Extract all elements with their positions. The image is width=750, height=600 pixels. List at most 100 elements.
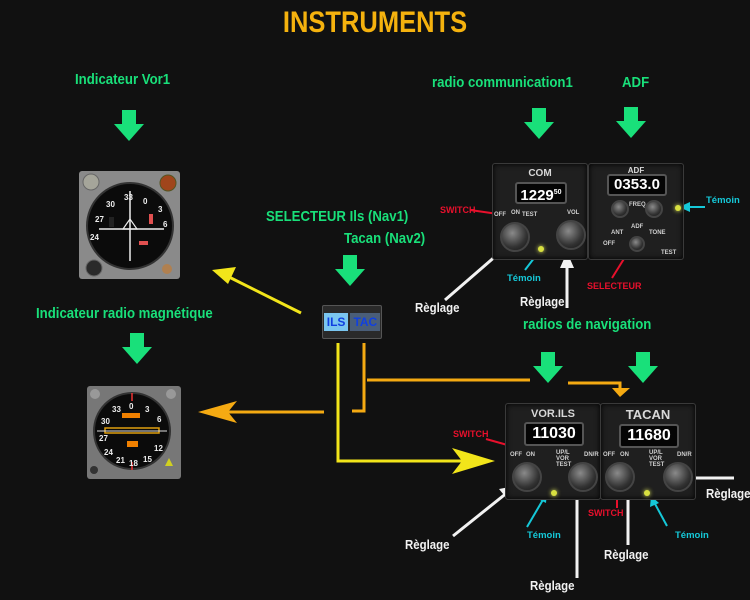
vor-mode-label: UP/L VOR TEST	[556, 450, 572, 468]
com-volume-knob[interactable]	[556, 220, 586, 250]
arrow-selector-to-rmi	[198, 401, 324, 423]
label-adf: ADF	[622, 74, 650, 91]
rmi-dial-3: 3	[145, 405, 150, 414]
adf-off-label: OFF	[603, 241, 615, 247]
tacan-on-label: ON	[620, 452, 629, 458]
com-power-knob[interactable]	[500, 222, 530, 252]
adf-mode-selector[interactable]	[629, 236, 645, 252]
vor1-dial-33: 33	[124, 193, 133, 202]
arrow-down-adf	[616, 107, 646, 138]
annotation-reglage-vor-right: Règlage	[530, 578, 575, 593]
selector-ils-button[interactable]: ILS	[323, 313, 349, 331]
com-off-label: OFF	[494, 212, 506, 218]
adf-ant-label: ANT	[611, 230, 624, 236]
label-selector-line2: Tacan (Nav2)	[344, 230, 426, 247]
annotation-selecteur-adf: SELECTEUR	[587, 281, 642, 291]
label-nav-radios: radios de navigation	[523, 316, 652, 333]
vor-dn-label: DN/R	[584, 452, 599, 458]
vor1-dial-27: 27	[95, 215, 104, 224]
vor1-dial-6: 6	[163, 220, 168, 229]
arrow-reglage-com-right	[560, 252, 574, 308]
annotation-switch-com: SWITCH	[440, 205, 476, 215]
adf-indicator-led	[675, 205, 681, 211]
com-frequency-display: 122950	[515, 182, 567, 204]
selector-tac-button[interactable]: TAC	[350, 313, 381, 331]
com-indicator-led	[538, 246, 544, 252]
label-rmi: Indicateur radio magnétique	[36, 305, 213, 322]
annotation-reglage-tacan-left: Règlage	[604, 547, 649, 562]
adf-freq-label: FREQ	[629, 202, 646, 208]
rmi-dial-6: 6	[157, 415, 162, 424]
vor-ils-frequency-display: 11030	[524, 422, 584, 446]
tacan-tune-knob[interactable]	[663, 462, 693, 492]
rmi-dial-15: 15	[143, 455, 152, 464]
annotation-temoin-tacan: Témoin	[675, 530, 709, 541]
adf-frequency-display: 0353.0	[607, 174, 667, 196]
adf-tone-label: TONE	[649, 230, 666, 236]
com-panel-title: COM	[528, 168, 552, 179]
arrow-down-com1	[524, 108, 554, 139]
annotation-reglage-com-right: Règlage	[520, 294, 565, 309]
arrow-selector-to-vor1	[212, 267, 302, 315]
tacan-off-label: OFF	[603, 452, 615, 458]
adf-freq-knob-right[interactable]	[645, 200, 663, 218]
adf-panel: ADF 0353.0 FREQ ANT ADF TONE OFF TEST	[588, 163, 684, 260]
label-com1: radio communication1	[432, 74, 573, 91]
adf-freq-knob-left[interactable]	[611, 200, 629, 218]
tacan-panel: TACAN 11680 OFF ON UP/L VOR TEST DN/R	[600, 403, 696, 500]
tacan-power-knob[interactable]	[605, 462, 635, 492]
annotation-temoin-com: Témoin	[507, 273, 541, 284]
adf-test-label: TEST	[661, 250, 677, 256]
arrow-down-vor-ils	[533, 352, 563, 383]
vor-ils-panel-title: VOR.ILS	[530, 408, 575, 420]
com-freq-main: 1229	[520, 187, 554, 204]
rmi-indicator: 0 33 3 6 30 27 24 21 18 15 12	[87, 386, 181, 479]
com-test-label: TEST	[522, 212, 538, 218]
arrow-temoin-adf	[679, 202, 705, 212]
vor1-indicator: 33 0 3 6 24 27 30	[79, 171, 180, 279]
line-tac-to-panels	[352, 343, 630, 413]
tacan-frequency-display: 11680	[619, 424, 679, 448]
com-on-label: ON	[511, 210, 520, 216]
adf-adf-label: ADF	[631, 224, 644, 230]
annotation-temoin-vor: Témoin	[527, 530, 561, 541]
vor-off-label: OFF	[510, 452, 522, 458]
rmi-dial-21: 21	[116, 456, 125, 465]
annotation-reglage-vor-left: Règlage	[405, 537, 450, 552]
vor1-dial-24: 24	[90, 233, 99, 242]
vor-power-knob[interactable]	[512, 462, 542, 492]
vor1-dial-3: 3	[158, 205, 163, 214]
annotation-temoin-adf: Témoin	[706, 195, 740, 206]
rmi-dial-33: 33	[112, 405, 121, 414]
nav-selector: ILS TAC	[322, 305, 382, 339]
line-ils-to-vor	[336, 343, 495, 474]
arrow-temoin-tacan	[650, 496, 668, 527]
annotation-switch-vor: SWITCH	[453, 429, 489, 439]
page-title: INSTRUMENTS	[282, 6, 468, 39]
adf-panel-title: ADF	[627, 166, 645, 175]
rmi-dial-27: 27	[99, 434, 108, 443]
annotation-reglage-com-left: Règlage	[415, 300, 460, 315]
annotation-switch-tacan: SWITCH	[588, 508, 624, 518]
rmi-dial-12: 12	[154, 444, 163, 453]
annotation-reglage-tacan-right: Règlage	[706, 486, 750, 501]
rmi-dial-30: 30	[101, 417, 110, 426]
label-vor1: Indicateur Vor1	[75, 71, 171, 88]
com-vol-label: VOL	[567, 210, 580, 216]
vor1-dial-0: 0	[143, 197, 148, 206]
vor-ils-panel: VOR.ILS 11030 OFF ON UP/L VOR TEST DN/R	[505, 403, 601, 500]
tacan-dn-label: DN/R	[677, 452, 692, 458]
vor-indicator-led	[551, 490, 557, 496]
vor-tune-knob[interactable]	[568, 462, 598, 492]
tacan-indicator-led	[644, 490, 650, 496]
rmi-dial-24: 24	[104, 448, 113, 457]
vor1-dial-30: 30	[106, 200, 115, 209]
com-freq-sub: 50	[553, 189, 562, 196]
label-selector-line1: SELECTEUR Ils (Nav1)	[266, 208, 409, 225]
arrow-down-tacan	[628, 352, 658, 383]
tacan-mode-label: UP/L VOR TEST	[649, 450, 665, 468]
arrow-down-rmi	[122, 333, 152, 364]
rmi-dial-18: 18	[129, 459, 138, 468]
arrow-down-selector	[335, 255, 365, 286]
